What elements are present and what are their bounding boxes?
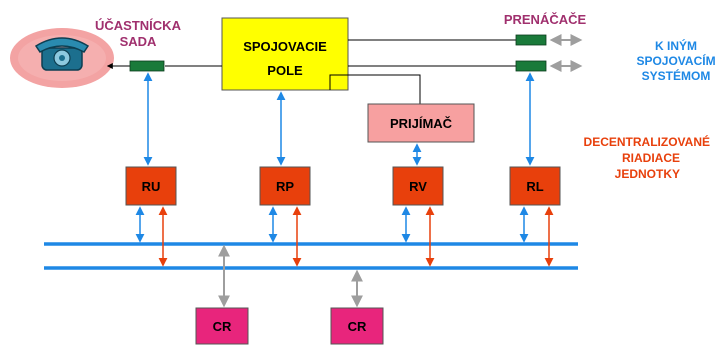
central-unit-box-1 — [195, 307, 249, 345]
other-systems-label-line2: SPOJOVACÍM — [636, 53, 715, 68]
central-unit-label-2: CR — [348, 319, 367, 334]
unit-label-rl: RL — [526, 179, 543, 194]
line-field-to-receiver — [329, 74, 421, 104]
unit-label-ru: RU — [142, 179, 161, 194]
switching-field-label-line2: POLE — [267, 63, 303, 78]
telephone-icon — [10, 28, 114, 88]
decentralized-label-line2: RIADIACE — [622, 151, 680, 165]
transmitters-label: PRENÁČAČE — [504, 12, 587, 27]
subscriber-connector — [129, 60, 165, 72]
transmitter-connector-1 — [515, 34, 547, 46]
central-unit-label-1: CR — [213, 319, 232, 334]
central-unit-box-2 — [330, 307, 384, 345]
receiver-box — [367, 103, 475, 143]
unit-label-rv: RV — [409, 179, 427, 194]
unit-box-ru — [125, 166, 177, 206]
decentralized-label-line1: DECENTRALIZOVANÉ — [584, 134, 710, 149]
switching-field-box — [221, 17, 349, 91]
receiver-label: PRIJÍMAČ — [390, 116, 453, 131]
unit-box-rl — [509, 166, 561, 206]
other-systems-label-line3: SYSTÉMOM — [642, 68, 711, 83]
subscriber-set-label-line2: SADA — [120, 34, 157, 49]
unit-box-rv — [392, 166, 444, 206]
subscriber-set-label-line1: ÚČASTNÍCKA — [95, 18, 182, 33]
decentralized-label-line3: JEDNOTKY — [615, 167, 680, 181]
unit-label-rp: RP — [276, 179, 294, 194]
switching-field-label-line1: SPOJOVACIE — [243, 39, 327, 54]
unit-box-rp — [259, 166, 311, 206]
transmitter-connector-2 — [515, 60, 547, 72]
other-systems-label-line1: K INÝM — [655, 38, 697, 53]
